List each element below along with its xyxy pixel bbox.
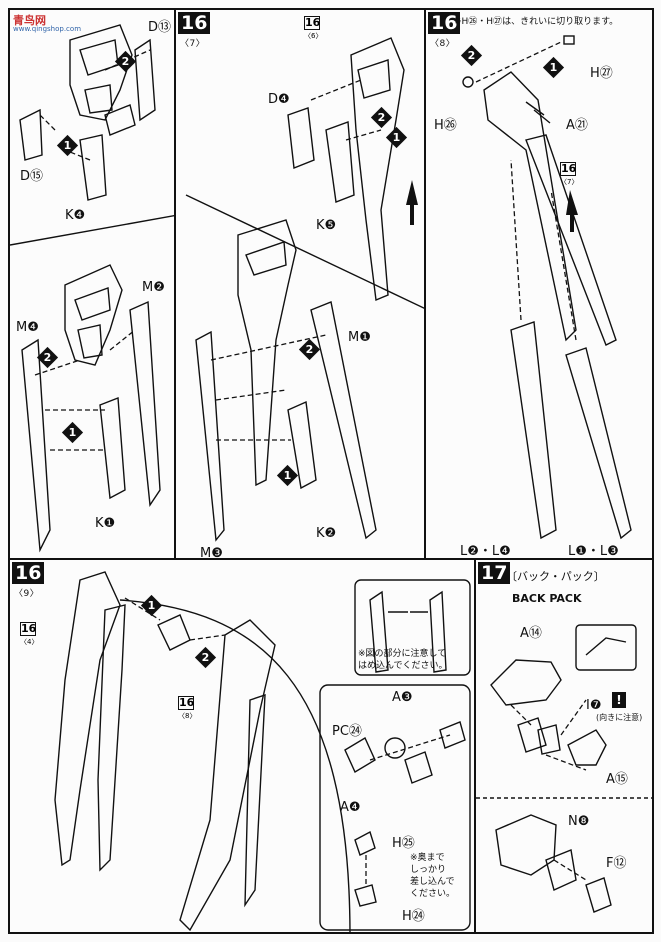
part-label-k4: K❹ (65, 208, 86, 223)
part-label-h27: H㉗ (590, 66, 613, 81)
part-label-k5: K❺ (316, 218, 337, 233)
watermark-url: www.qingshop.com (13, 25, 82, 33)
parts-illustration-5 (476, 624, 652, 913)
parts-illustration-2 (185, 37, 424, 542)
sub-step-label: 〈8〉 (430, 39, 456, 49)
part-label-d13: D⑬ (148, 20, 172, 35)
step-marker-1a: 1 (56, 134, 79, 157)
step-marker-1f: 1 (140, 594, 163, 617)
part-label-a21: A㉑ (566, 118, 588, 133)
part-label-a3: A❸ (392, 690, 413, 705)
panel-step16-sub9: 16 〈9〉 16〈4〉 16〈8〉 (8, 558, 476, 934)
panel-step16-sub8: 16 〈8〉 ※H㉖・H㉗は、きれいに切り取ります。 16〈7〉 2 1 (424, 8, 654, 560)
parts-illustration-3 (462, 35, 632, 540)
part-label-m3: M❸ (200, 546, 223, 560)
part-label-h26: H㉖ (434, 118, 457, 133)
part-label-a4: A❹ (340, 800, 361, 815)
panel-step17-back-pack: 17 〔バック・パック〕 BACK PACK A (474, 558, 654, 934)
part-label-a15: A⑮ (606, 772, 628, 787)
panel-step16-sub7: 16 〈7〉 16〈6〉 (174, 8, 426, 560)
part-label-n8: N❽ (568, 814, 590, 829)
reference-step-8: 16〈8〉 (178, 696, 197, 720)
step-marker-2f: 2 (194, 646, 217, 669)
step-number: 17 (478, 562, 511, 584)
step-marker-2e: 2 (460, 44, 483, 67)
note-insert-carefully: ※図の部分に注意してはめ込んでください。 (358, 649, 448, 671)
reference-step-6: 16〈6〉 (304, 16, 323, 40)
caution-icon: ! (612, 692, 626, 708)
parts-illustration-4 (54, 571, 471, 932)
step-marker-1e: 1 (542, 56, 565, 79)
part-label-d15: D⑮ (20, 169, 44, 184)
reference-step-7: 16〈7〉 (560, 162, 579, 186)
note-insert-fully: ※奥までしっかり差し込んでください。 (410, 853, 456, 899)
step-marker-2a: 2 (114, 50, 137, 73)
panel-step16-sub7-left: 青鸟网 www.qingshop.com (8, 8, 176, 560)
step-number: 16 (12, 562, 45, 584)
part-label-m2: M❷ (142, 280, 165, 295)
step-title-jp: 〔バック・パック〕 (506, 570, 605, 583)
part-label-pc24: PC㉔ (332, 724, 362, 739)
part-label-k2: K❷ (316, 526, 337, 541)
part-label-k1: K❶ (95, 516, 116, 531)
step-marker-1b: 1 (61, 421, 84, 444)
step-marker-2c: 2 (370, 106, 393, 129)
part-label-d4: D❹ (268, 92, 290, 107)
watermark-title: 青鸟网 (13, 14, 46, 27)
part-label-h25: H㉕ (392, 836, 415, 851)
note-cut-cleanly: ※H㉖・H㉗は、きれいに切り取ります。 (454, 17, 619, 27)
part-label-f12: F⑫ (606, 856, 627, 871)
step-title-en: BACK PACK (512, 592, 582, 605)
part-label-l2-l4: L❷・L❹ (460, 544, 511, 559)
part-label-i7: I❼ (586, 698, 602, 713)
step-number: 16 (428, 12, 461, 34)
step-number: 16 (178, 12, 211, 34)
step-marker-1c: 1 (385, 126, 408, 149)
part-label-m4: M❹ (16, 320, 39, 335)
part-label-l1-l3: L❶・L❸ (568, 544, 619, 559)
part-label-h24: H㉔ (402, 909, 425, 924)
step-marker-2d: 2 (298, 338, 321, 361)
step-marker-1d: 1 (276, 464, 299, 487)
sub-step-label: 〈7〉 (180, 39, 206, 49)
parts-illustration-1 (10, 24, 174, 553)
caution-orientation-note: (向きに注意) (596, 713, 643, 722)
part-label-m1: M❶ (348, 330, 371, 345)
step-marker-2b: 2 (36, 346, 59, 369)
reference-step-4: 16〈4〉 (20, 622, 39, 646)
part-label-a14: A⑭ (520, 626, 542, 641)
sub-step-label: 〈9〉 (14, 589, 40, 599)
